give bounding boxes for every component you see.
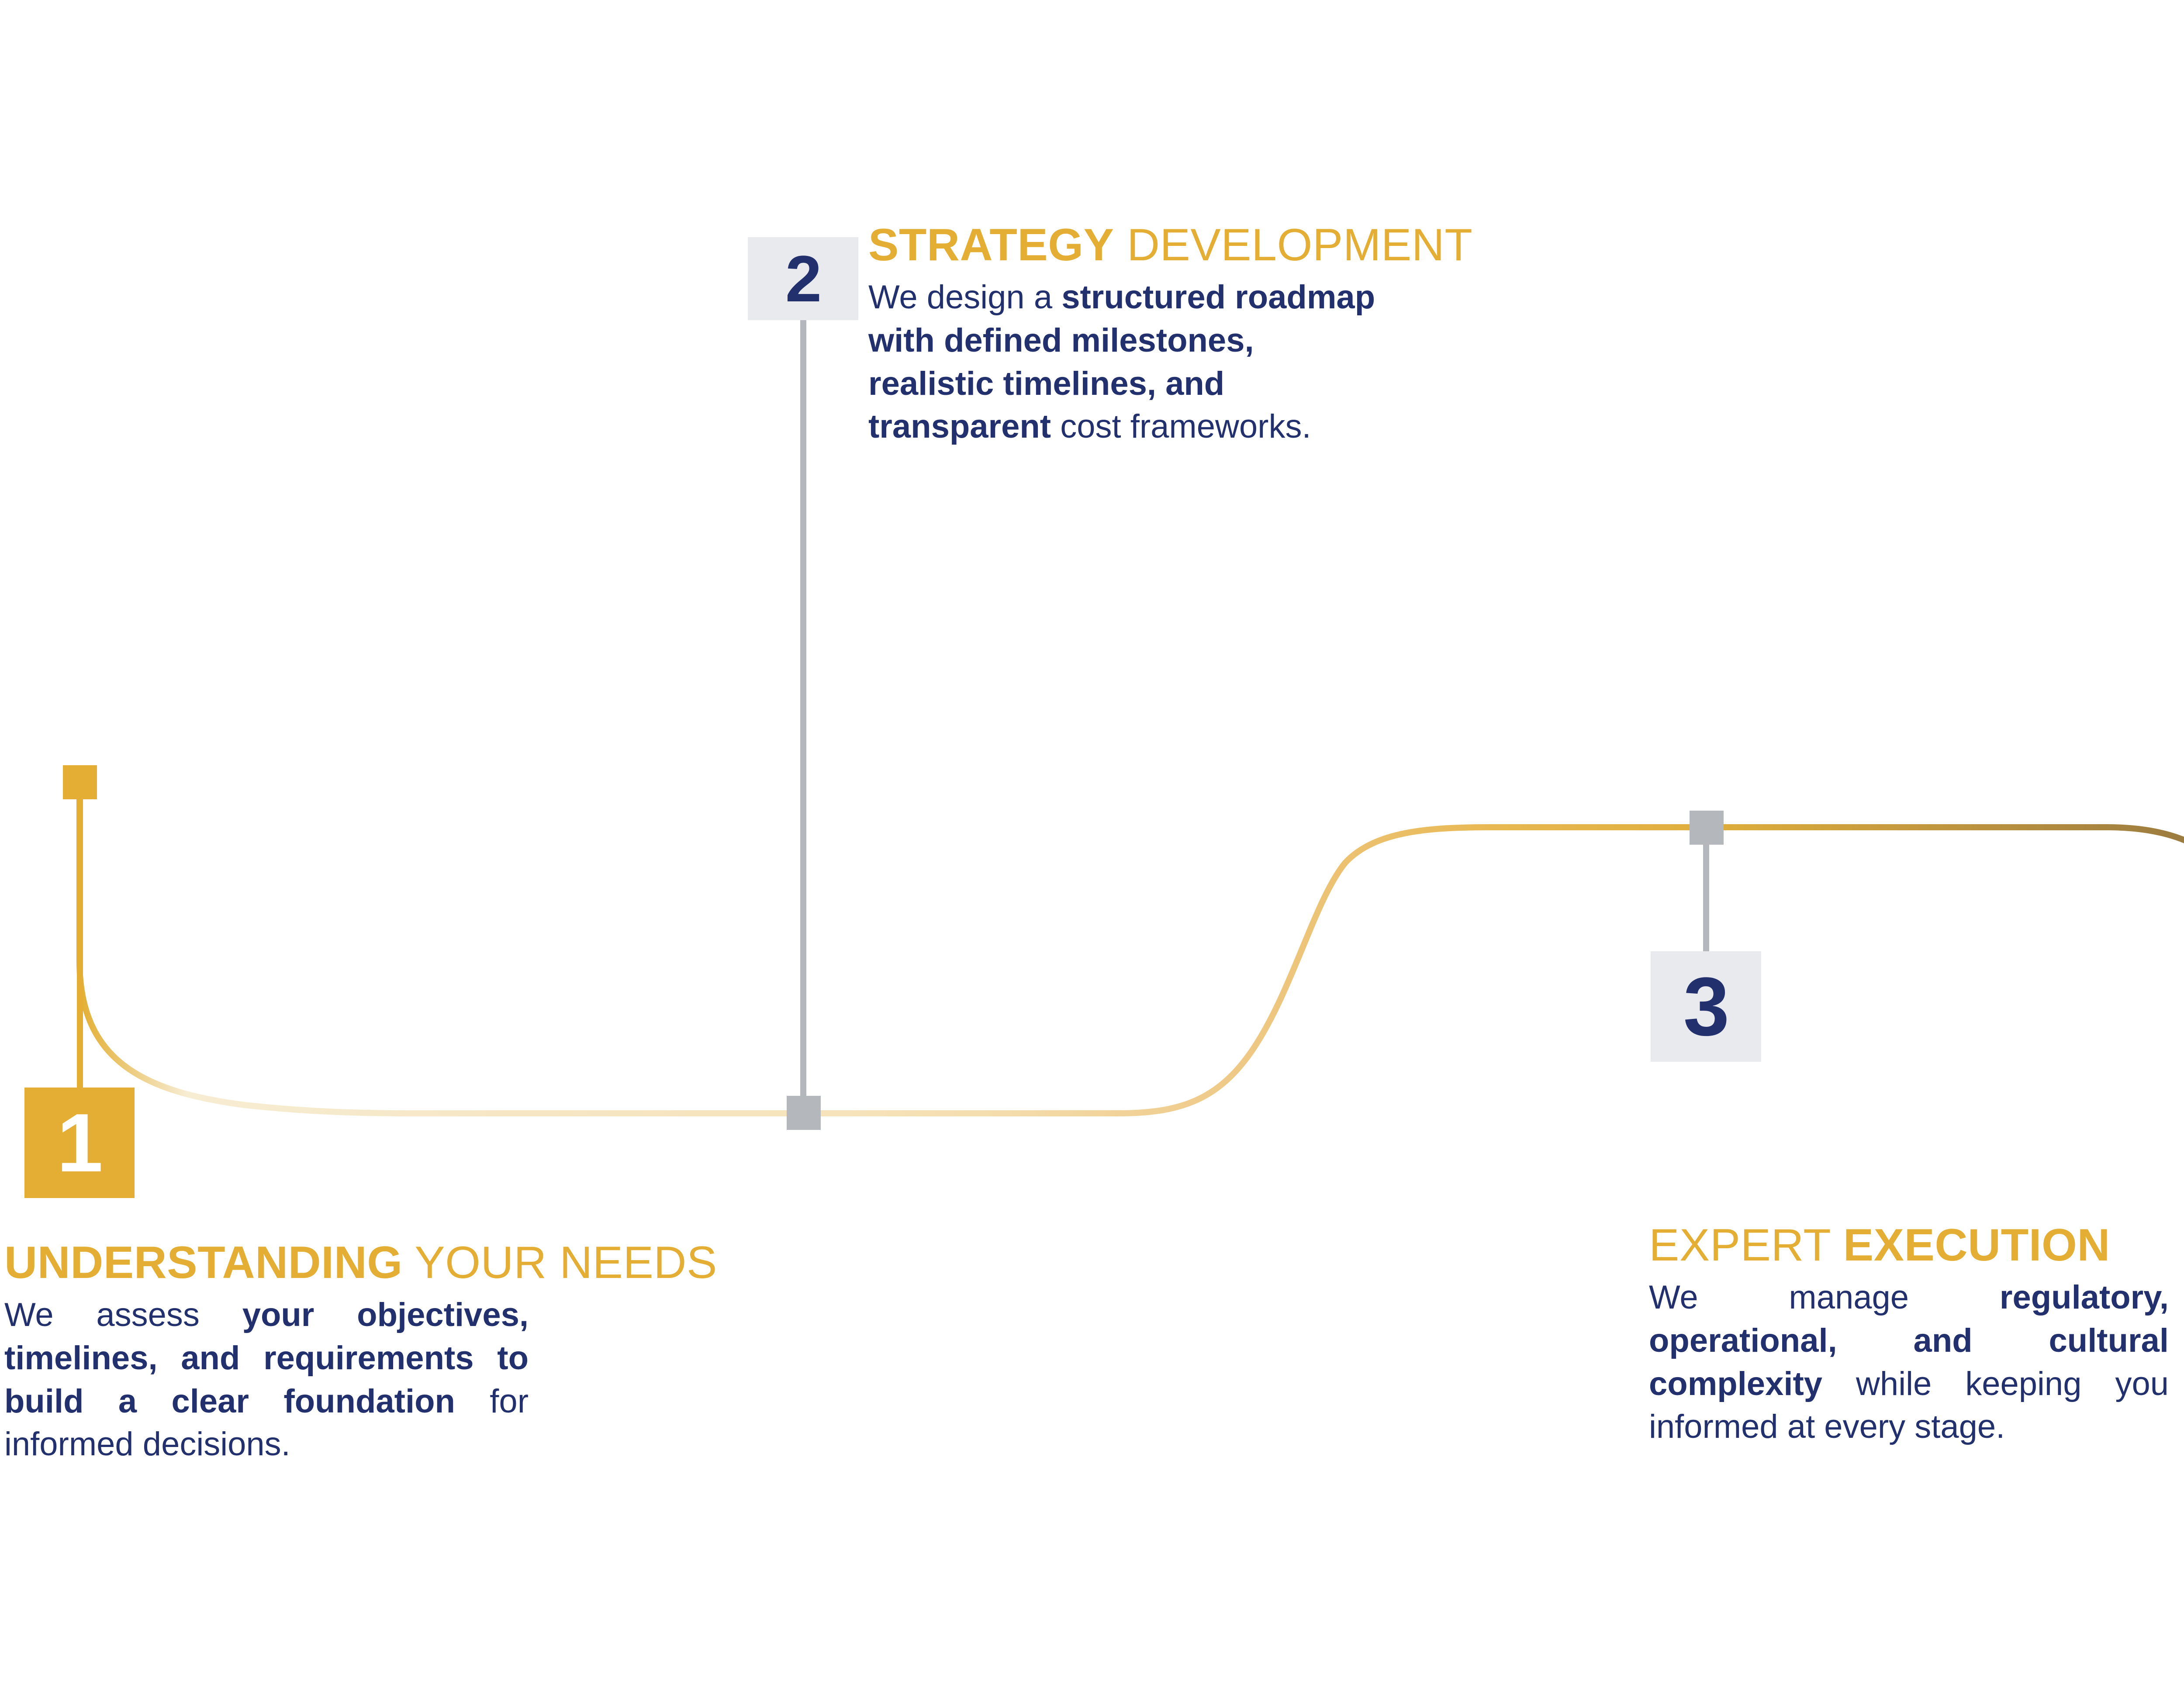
step-title-2-light: DEVELOPMENT bbox=[1127, 220, 1473, 270]
step-body-3-part-2: while keeping you informed at every stag… bbox=[1649, 1365, 2169, 1446]
step-badge-2[interactable]: 2 bbox=[748, 237, 858, 320]
step-block-3: EXPERT EXECUTION We manage regulatory, o… bbox=[1649, 1222, 2169, 1449]
step-body-3: We manage regulatory, operational, and c… bbox=[1649, 1276, 2169, 1449]
step-block-2: STRATEGY DEVELOPMENT We design a structu… bbox=[868, 220, 1472, 449]
step-body-1-part-1: your objectives, timelines, and requirem… bbox=[4, 1296, 529, 1420]
step-body-3-part-0: We manage bbox=[1649, 1279, 2000, 1316]
step-title-1: UNDERSTANDING YOUR NEEDS bbox=[4, 1237, 717, 1288]
step-title-1-strong: UNDERSTANDING bbox=[4, 1237, 403, 1288]
connector-stem-step-1 bbox=[77, 791, 83, 1093]
step-title-3: EXPERT EXECUTION bbox=[1649, 1222, 2169, 1268]
step-badge-1[interactable]: 1 bbox=[24, 1088, 135, 1198]
step-title-3-light: EXPERT bbox=[1649, 1220, 1831, 1271]
step-body-2: We design a structured roadmap with defi… bbox=[868, 276, 1384, 449]
connector-stem-step-2 bbox=[800, 317, 806, 1103]
step-body-1: We assess your objectives, timelines, an… bbox=[4, 1294, 529, 1466]
step-title-3-strong: EXECUTION bbox=[1843, 1220, 2110, 1271]
step-title-2-strong: STRATEGY bbox=[868, 220, 1114, 270]
step-title-2: STRATEGY DEVELOPMENT bbox=[868, 220, 1472, 270]
connector-stem-step-3 bbox=[1703, 839, 1709, 957]
step-badge-3[interactable]: 3 bbox=[1651, 951, 1761, 1062]
step-body-1-part-2: for informed decisions. bbox=[4, 1382, 529, 1463]
step-body-2-part-1: structured roadmap with defined mileston… bbox=[868, 279, 1375, 445]
step-body-1-part-0: We assess bbox=[4, 1296, 242, 1334]
step-block-1: UNDERSTANDING YOUR NEEDS We assess your … bbox=[4, 1237, 717, 1466]
step-body-3-part-1: regulatory, operational, and cultural co… bbox=[1649, 1279, 2169, 1402]
step-title-1-light: YOUR NEEDS bbox=[415, 1237, 717, 1288]
step-body-2-part-0: We design a bbox=[868, 279, 1062, 316]
step-body-2-part-2: cost frameworks. bbox=[1051, 408, 1311, 445]
